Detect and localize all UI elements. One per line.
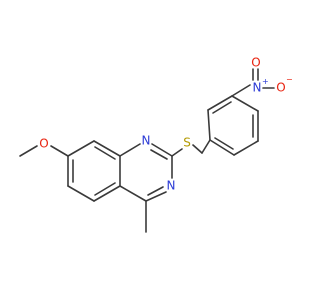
bond-ar1-ar2	[207, 109, 211, 141]
nitro-nitrogen-label: N	[253, 81, 262, 95]
bond-ar2-ar3-inner	[212, 101, 232, 114]
bond-s-ch2	[192, 144, 203, 154]
bond-ch2-ar	[201, 139, 211, 154]
bond-n3-c4	[145, 191, 167, 202]
bond-c7-c8	[67, 140, 95, 157]
bond-c8a-c8	[93, 140, 121, 157]
bonds	[19, 68, 275, 233]
bond-c2-s	[171, 148, 183, 157]
bond-c5-c4a-inner	[94, 182, 116, 196]
n1-nitrogen-label: N	[142, 134, 151, 148]
bond-ch3-o	[19, 145, 38, 157]
nitro-oxygen-top-label: O	[251, 56, 260, 70]
bond-ar2-ar3	[207, 95, 233, 111]
n3-nitrogen-label: N	[167, 179, 176, 193]
bond-c8a-n1	[119, 143, 141, 157]
bond-ar3-ar4	[231, 95, 259, 112]
bond-n3-c4-inner	[147, 186, 164, 196]
methoxy-oxygen-label: O	[39, 137, 48, 151]
bond-c4-c4a	[119, 185, 147, 202]
bond-ar6-ar1	[209, 139, 235, 156]
nitro-nitrogen-charge: +	[262, 77, 269, 86]
bond-c5-c4a	[93, 185, 121, 202]
molecule-structure: O N N S N + O O −	[19, 56, 293, 233]
nitro-oxygen-right-label: O	[276, 81, 285, 95]
bond-c8a-c8-inner	[94, 146, 116, 160]
sulfur-label: S	[183, 136, 191, 150]
bond-n1-c2	[151, 143, 173, 157]
bond-o-c7	[50, 145, 69, 157]
bond-ar5-ar6	[233, 140, 259, 156]
nitro-oxygen-charge: −	[286, 75, 293, 84]
atom-labels: O N N S N + O O −	[39, 56, 292, 193]
bond-c6-c5	[67, 185, 95, 202]
bond-ar6-ar1-inner	[214, 137, 234, 150]
bond-ar3-n-nitro	[231, 84, 251, 97]
bond-n1-c2-inner	[150, 149, 168, 160]
